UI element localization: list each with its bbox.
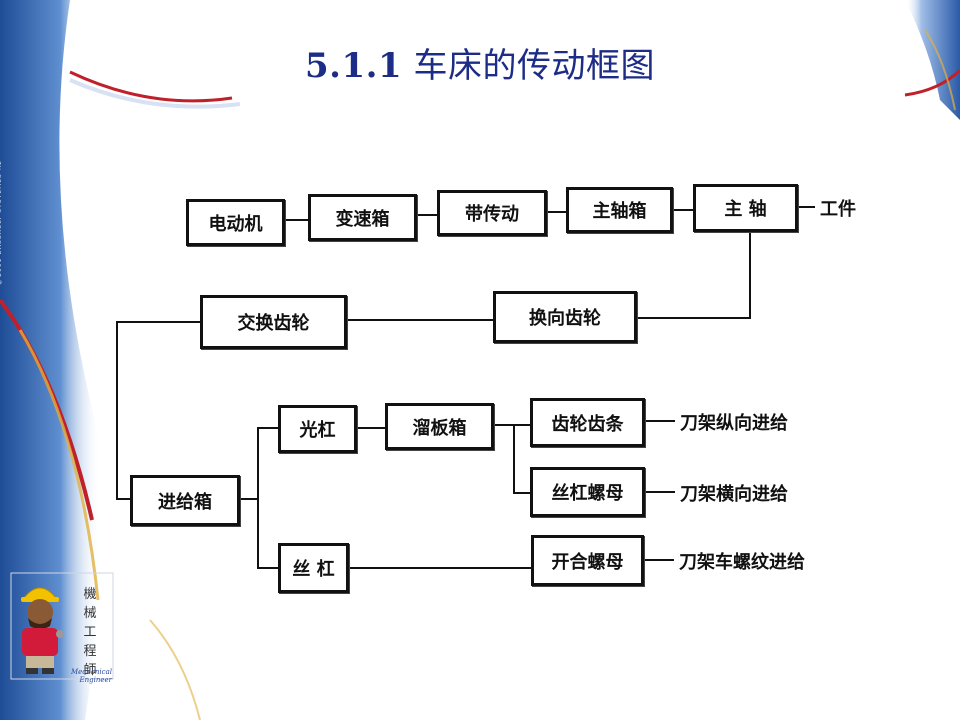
node-feed-rod: 光杠 [278,405,357,453]
node-apron: 溜板箱 [385,403,494,450]
node-lead-screw: 丝 杠 [278,543,349,593]
node-motor: 电动机 [186,199,285,246]
logo-char: 程 [83,644,97,659]
right-blue-swoosh [905,0,960,120]
logo-chars: 機 械 工 程 師 [80,585,100,680]
top-red-swoosh [69,70,233,103]
output-thread-feed: 刀架车螺纹进给 [679,552,805,573]
top-light-swoosh [69,78,241,109]
node-belt-drive: 带传动 [437,190,547,236]
link-split-featrod [257,427,279,499]
node-reversing-gears: 换向齿轮 [493,291,637,343]
link-spindle-reversing [636,232,751,319]
logo-char: 工 [83,625,97,640]
node-spindle: 主 轴 [693,184,798,232]
left-gold-stroke [18,329,100,601]
node-cross-screw-nut: 丝杠螺母 [530,467,645,517]
node-headstock: 主轴箱 [566,187,673,233]
right-gold-stroke [924,29,956,111]
node-change-gears: 交换齿轮 [200,295,347,349]
link-apron-crossnut [513,425,531,494]
title-number: 5.1.1 [305,46,403,86]
right-red-stroke [904,68,960,97]
node-rack-pinion: 齿轮齿条 [530,398,645,447]
node-gearbox: 变速箱 [308,194,417,241]
logo-char: 械 [83,606,97,621]
link-change-feedbox [116,321,201,500]
left-blue-swoosh [0,0,101,720]
output-cross-feed: 刀架横向进给 [680,484,788,505]
output-longitudinal-feed: 刀架纵向进给 [680,413,788,434]
output-workpiece: 工件 [820,199,856,220]
link-split-leadscrew [257,499,279,569]
bottom-gold-stroke [149,619,201,720]
title-text: 车床的传动框图 [413,46,655,86]
logo-char: 機 [83,587,97,602]
node-split-nut: 开合螺母 [531,535,644,586]
logo-char: 師 [83,663,97,678]
logo-subtitle: Mechanical Engineer [71,668,112,684]
page-title: 5.1.1 车床的传动框图 [0,38,960,87]
engineer-logo-image [10,572,114,680]
node-feed-box: 进给箱 [130,475,240,526]
